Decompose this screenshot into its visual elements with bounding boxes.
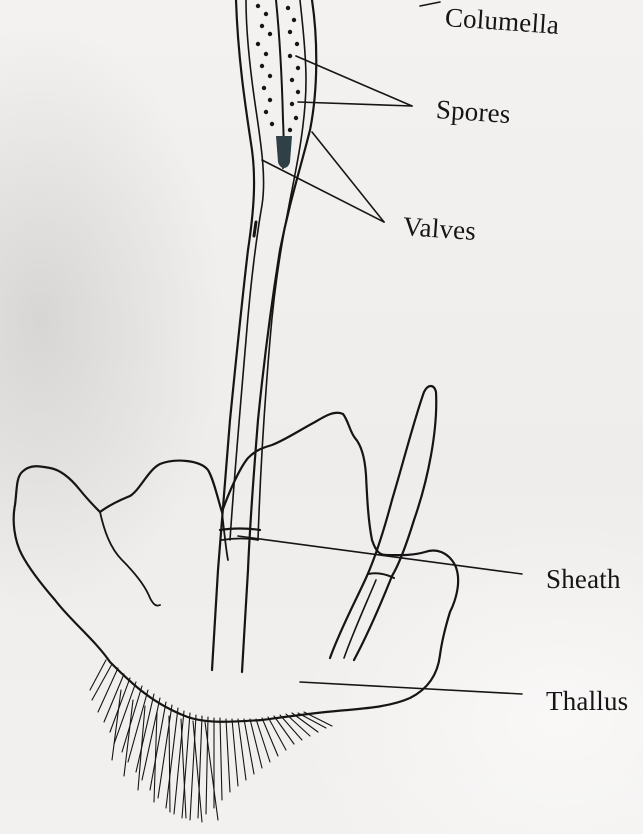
thallus-lobe-fold-left bbox=[100, 512, 160, 606]
leader-spores-2 bbox=[298, 102, 412, 106]
wall-notch bbox=[254, 222, 256, 236]
columella-base bbox=[276, 136, 292, 168]
sheath-collar bbox=[220, 529, 260, 531]
label-spores: Spores bbox=[435, 96, 511, 128]
leader-thallus bbox=[300, 682, 522, 694]
rhizoids bbox=[90, 660, 332, 822]
young-sporophyte-sheath bbox=[368, 573, 394, 578]
label-thallus: Thallus bbox=[546, 688, 628, 715]
leader-valves-1 bbox=[262, 160, 384, 222]
leader-spores-1 bbox=[296, 56, 412, 106]
label-valves: Valves bbox=[402, 213, 477, 245]
label-sheath: Sheath bbox=[546, 566, 621, 593]
leader-columella bbox=[420, 2, 440, 6]
leader-valves-2 bbox=[312, 132, 384, 222]
young-sporophyte-outer bbox=[330, 386, 436, 660]
